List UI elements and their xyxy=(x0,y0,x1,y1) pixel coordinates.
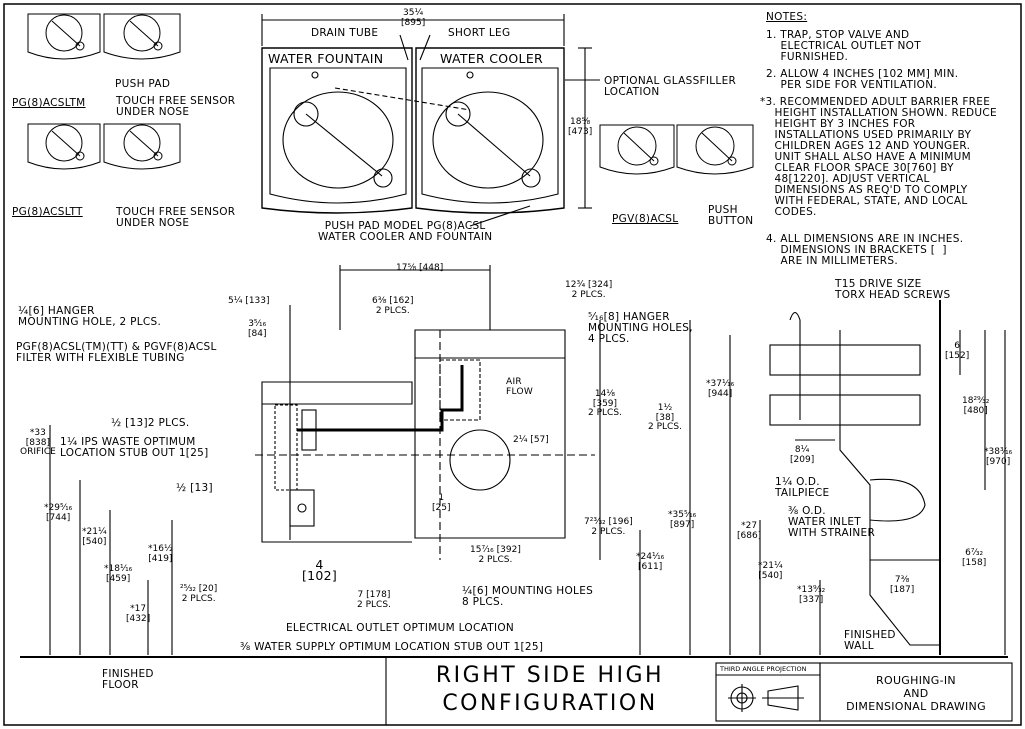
air-flow-label: AIR FLOW xyxy=(506,377,534,397)
dim-24-1-16: *24¹⁄₁₆ [611] xyxy=(636,552,665,572)
drain-tube-label: DRAIN TUBE xyxy=(311,27,379,39)
dim-3-5-16: 3⁵⁄₁₆ [84] xyxy=(248,319,267,339)
mount-holes-8-label: ¼[6] MOUNTING HOLES 8 PLCS. xyxy=(462,585,594,608)
water-cooler-label: WATER COOLER xyxy=(440,51,544,66)
dim-4: 4 [102] xyxy=(302,557,338,583)
dim-1: 1 [25] xyxy=(432,493,451,513)
third-angle-projection-icon xyxy=(728,684,804,712)
model-label-tt: PG(8)ACSLTT xyxy=(12,206,83,218)
dim-16-5: *16½ [419] xyxy=(148,544,173,564)
note-1: 1. TRAP, STOP VALVE AND ELECTRICAL OUTLE… xyxy=(766,29,921,63)
dim-14-1-8: 14⅛ [359] 2 PLCS. xyxy=(588,389,622,418)
note-4: 4. ALL DIMENSIONS ARE IN INCHES. DIMENSI… xyxy=(766,233,964,267)
dim-top-height: 18⅝ [473] xyxy=(568,117,593,137)
water-supply-label: ⅜ WATER SUPPLY OPTIMUM LOCATION STUB OUT… xyxy=(240,641,544,653)
filter-label: PGF(8)ACSL(TM)(TT) & PGVF(8)ACSL FILTER … xyxy=(16,341,217,364)
dim-37-1-16: *37¹⁄₁₆ [944] xyxy=(706,379,735,399)
push-button-label: PUSH BUTTON xyxy=(708,204,754,227)
dim-17-5-8: 17⅝ [448] xyxy=(396,263,444,273)
dim-33: *33 [838] ORIFICE xyxy=(20,428,56,457)
half-13-label: ½ [13] xyxy=(176,482,213,494)
half-2plcs-label: ½ [13]2 PLCS. xyxy=(111,417,190,429)
hanger-holes-4-label: ⁵⁄₁₆[8] HANGER MOUNTING HOLES, 4 PLCS. xyxy=(588,311,693,345)
dim-25-32: ²⁵⁄₃₂ [20] 2 PLCS. xyxy=(180,584,218,604)
dim-8-25: 8¼ [209] xyxy=(790,445,815,465)
finished-floor-label: FINISHED FLOOR xyxy=(102,668,154,691)
fountain-thumbnail-tm xyxy=(27,13,181,60)
dim-12-3-4: 12¾ [324] 2 PLCS. xyxy=(565,280,613,300)
dim-1-5: 1½ [38] 2 PLCS. xyxy=(648,403,682,432)
dim-38-3-16: *38³⁄₁₆ [970] xyxy=(984,447,1013,467)
t15-label: T15 DRIVE SIZE TORX HEAD SCREWS xyxy=(835,278,951,301)
glassfiller-label: OPTIONAL GLASSFILLER LOCATION xyxy=(604,75,737,98)
ips-waste-label: 1¼ IPS WASTE OPTIMUM LOCATION STUB OUT 1… xyxy=(60,436,209,459)
fountain-thumbnail-pgv xyxy=(599,124,754,175)
dim-7-23-32: 7²³⁄₃₂ [196] 2 PLCS. xyxy=(584,517,633,537)
model-label-pgv: PGV(8)ACSL xyxy=(612,213,679,225)
push-pad-label: PUSH PAD xyxy=(115,78,171,90)
dim-6: 6 [152] xyxy=(945,341,970,361)
dim-29-5-16: *29⁵⁄₁₆ [744] xyxy=(44,503,73,523)
dim-6-7-32: 6⁷⁄₃₂ [158] xyxy=(962,548,987,568)
dim-13-9-32: *13⁹⁄₃₂ [337] xyxy=(797,585,826,605)
touch-free-label-2: TOUCH FREE SENSOR UNDER NOSE xyxy=(116,206,236,229)
dim-21-25: *21¼ [540] xyxy=(82,527,107,547)
dim-18-1-16: *18¹⁄₁₆ [459] xyxy=(104,564,133,584)
side-elevation-unit xyxy=(729,300,1006,655)
water-inlet-label: ⅜ O.D. WATER INLET WITH STRAINER xyxy=(788,505,876,539)
dim-17: *17 [432] xyxy=(126,604,151,624)
dim-15-7-16: 15⁷⁄₁₆ [392] 2 PLCS. xyxy=(470,545,521,565)
dim-21-25-side: *21¼ [540] xyxy=(758,561,783,581)
drawing-type-label: ROUGHING-IN AND DIMENSIONAL DRAWING xyxy=(846,674,986,713)
model-caption: PUSH PAD MODEL PG(8)ACSL WATER COOLER AN… xyxy=(318,220,493,243)
finished-wall-label: FINISHED WALL xyxy=(844,629,896,652)
sheet-title: RIGHT SIDE HIGH CONFIGURATION xyxy=(435,663,665,716)
notes-heading: NOTES: xyxy=(766,11,808,23)
dim-35-5-16: *35⁵⁄₁₆ [897] xyxy=(668,510,697,530)
note-3: *3. RECOMMENDED ADULT BARRIER FREE HEIGH… xyxy=(760,96,997,218)
electrical-outlet-label: ELECTRICAL OUTLET OPTIMUM LOCATION xyxy=(286,622,515,634)
dim-5-25: 5¼ [133] xyxy=(228,296,270,306)
tailpiece-label: 1¼ O.D. TAILPIECE xyxy=(775,476,830,499)
dim-18-29-32: 18²⁹⁄₃₂ [480] xyxy=(962,396,990,416)
projection-label: THIRD ANGLE PROJECTION xyxy=(720,665,807,673)
note-2: 2. ALLOW 4 INCHES [102 MM] MIN. PER SIDE… xyxy=(766,68,959,91)
dim-6-3-8: 6⅜ [162] 2 PLCS. xyxy=(372,296,414,316)
dim-top-width: 35¼ [895] xyxy=(401,8,426,28)
plan-view-unit xyxy=(261,14,600,227)
touch-free-label-1: TOUCH FREE SENSOR UNDER NOSE xyxy=(116,95,236,118)
water-fountain-label: WATER FOUNTAIN xyxy=(268,51,384,66)
dim-27: *27 [686] xyxy=(737,521,762,541)
short-leg-label: SHORT LEG xyxy=(448,27,511,39)
model-label-tm: PG(8)ACSLTM xyxy=(12,97,86,109)
front-elevation-unit xyxy=(49,265,691,655)
dim-7-3-8: 7⅜ [187] xyxy=(890,575,915,595)
dim-7: 7 [178] 2 PLCS. xyxy=(357,590,391,610)
hanger-hole-label: ¼[6] HANGER MOUNTING HOLE, 2 PLCS. xyxy=(18,305,162,328)
fountain-thumbnail-tt xyxy=(27,123,181,170)
dim-2-25: 2¼ [57] xyxy=(513,435,549,445)
